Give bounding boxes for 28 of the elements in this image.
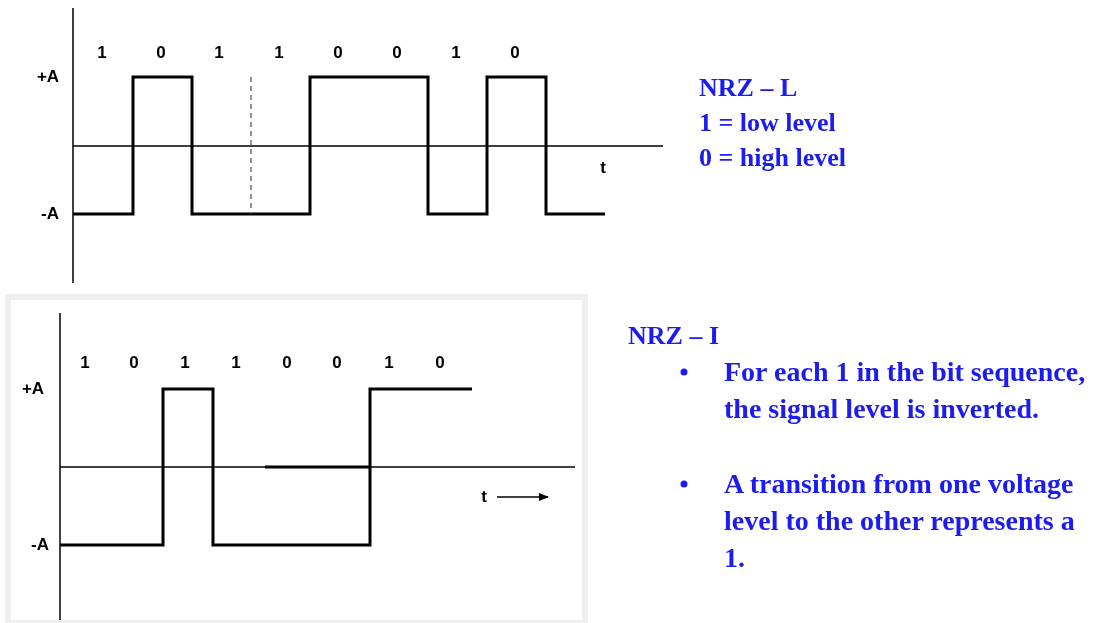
bullet-text: For each 1 in the bit sequence, the signal level is inverted.	[724, 355, 1087, 426]
bit-value: 0	[332, 353, 342, 373]
bit-value: 1	[451, 43, 461, 63]
bit-value: 1	[180, 353, 190, 373]
bit-value: 0	[156, 43, 166, 63]
bit-value: 1	[231, 353, 241, 373]
bit-value: 1	[214, 43, 224, 63]
encoding-title: NRZ – I	[628, 320, 719, 352]
bit-value: 0	[510, 43, 520, 63]
axis-label: t	[481, 487, 487, 507]
axis-label: -A	[41, 204, 59, 224]
bit-value: 0	[333, 43, 343, 63]
bit-value: 0	[435, 353, 445, 373]
encoding-rule: 0 = high level	[699, 142, 846, 174]
bullet-text: A transition from one voltage level to the other represents a 1.	[724, 467, 1076, 575]
bit-value: 0	[392, 43, 402, 63]
bit-value: 0	[129, 353, 139, 373]
axis-label: -A	[31, 535, 49, 555]
bit-value: 1	[97, 43, 107, 63]
bit-value: 1	[274, 43, 284, 63]
bit-value: 1	[384, 353, 394, 373]
axis-label: t	[600, 158, 606, 178]
bit-value: 1	[80, 353, 90, 373]
encoding-title: NRZ – L	[699, 72, 798, 104]
bit-value: 0	[282, 353, 292, 373]
axis-label: +A	[21, 379, 45, 399]
encoding-rule: 1 = low level	[699, 107, 836, 139]
axis-label: +A	[36, 67, 60, 87]
